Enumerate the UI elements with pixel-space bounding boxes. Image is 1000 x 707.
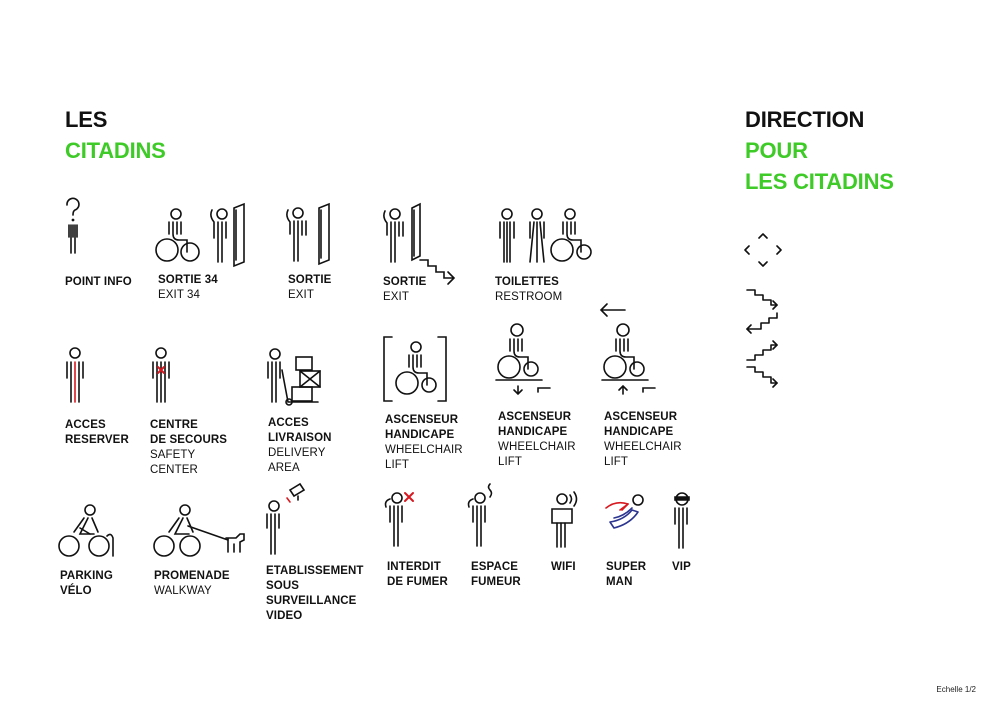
smoking-area-icon xyxy=(467,483,493,547)
label-line: WHEELCHAIR xyxy=(498,441,576,453)
label-line: WHEELCHAIR xyxy=(604,441,682,453)
label-line: ESPACE xyxy=(471,561,519,573)
label-centre-secours: CENTRE DE SECOURS SAFETY CENTER xyxy=(150,418,227,478)
label-line: ASCENSEUR xyxy=(498,411,572,423)
delivery-icon xyxy=(267,348,321,406)
label-ascenseur-2: ASCENSEUR HANDICAPE WHEELCHAIR LIFT xyxy=(498,410,576,470)
label-line: DELIVERY xyxy=(268,447,326,459)
wheelchair-lift-down-icon xyxy=(495,323,551,396)
left-title: LES CITADINS xyxy=(65,104,166,166)
first-aid-icon xyxy=(152,347,170,403)
label-line: HANDICAPE xyxy=(498,426,568,438)
wifi-icon xyxy=(551,491,578,548)
label-promenade: PROMENADE WALKWAY xyxy=(154,569,230,599)
label-line: ASCENSEUR xyxy=(604,411,678,423)
label-sortie-34: SORTIE 34 EXIT 34 xyxy=(158,273,218,303)
label-line: VIP xyxy=(672,561,691,573)
stairs-down-left-icon xyxy=(746,312,778,334)
label-line: LIVRAISON xyxy=(268,432,332,444)
label-line: FUMEUR xyxy=(471,576,521,588)
label-line: LIFT xyxy=(498,456,523,468)
label-line: LIFT xyxy=(604,456,629,468)
label-line: SOUS xyxy=(266,580,299,592)
bike-parking-icon xyxy=(58,504,114,557)
label-line: MAN xyxy=(606,576,633,588)
exit-door-icon xyxy=(286,202,330,266)
label-surveillance: ETABLISSEMENT SOUS SURVEILLANCE VIDEO xyxy=(266,564,364,624)
label-line: WHEELCHAIR xyxy=(385,444,463,456)
label-espace-fumeur: ESPACE FUMEUR xyxy=(471,560,521,590)
label-parking-velo: PARKING VÉLO xyxy=(60,569,113,599)
label-ascenseur-3: ASCENSEUR HANDICAPE WHEELCHAIR LIFT xyxy=(604,410,682,470)
label-line: SUPER xyxy=(606,561,647,573)
right-title-line3: LES CITADINS xyxy=(745,169,894,194)
label-ascenseur-1: ASCENSEUR HANDICAPE WHEELCHAIR LIFT xyxy=(385,413,463,473)
label-line: EXIT xyxy=(383,291,409,303)
label-line: RESERVER xyxy=(65,434,129,446)
label-line: PROMENADE xyxy=(154,570,230,582)
label-line: ASCENSEUR xyxy=(385,414,459,426)
stairs-up-right-icon xyxy=(746,289,778,310)
right-title-line2: POUR xyxy=(745,138,808,163)
label-line: EXIT 34 xyxy=(158,289,201,301)
label-line: RESTROOM xyxy=(495,291,563,303)
label-line: HANDICAPE xyxy=(604,426,674,438)
label-line: PARKING xyxy=(60,570,113,582)
label-line: SURVEILLANCE xyxy=(266,595,357,607)
label-line: SAFETY xyxy=(150,449,196,461)
label-line: POINT INFO xyxy=(65,276,132,288)
label-line: ACCES xyxy=(268,417,309,429)
label-line: TOILETTES xyxy=(495,276,559,288)
label-line: HANDICAPE xyxy=(385,429,455,441)
label-vip: VIP xyxy=(672,560,691,575)
left-title-line2: CITADINS xyxy=(65,138,166,163)
superman-icon xyxy=(605,494,644,529)
label-interdit-fumer: INTERDIT DE FUMER xyxy=(387,560,448,590)
stairs-down-right-icon xyxy=(746,366,778,388)
right-title-line1: DIRECTION xyxy=(745,107,865,132)
label-line: DE SECOURS xyxy=(150,434,228,446)
label-line: SORTIE xyxy=(288,274,332,286)
label-wifi: WIFI xyxy=(551,560,576,575)
label-line: ETABLISSEMENT xyxy=(266,565,364,577)
label-toilettes: TOILETTES RESTROOM xyxy=(495,275,562,305)
label-sortie-stairs: SORTIE EXIT xyxy=(383,275,426,305)
stairs-up-left-icon xyxy=(746,340,778,361)
label-line: WALKWAY xyxy=(154,585,212,597)
label-line: VIDEO xyxy=(266,610,303,622)
exit-stairs-icon xyxy=(383,202,456,285)
left-title-line1: LES xyxy=(65,107,108,132)
label-line: EXIT xyxy=(288,289,314,301)
label-line: AREA xyxy=(268,462,300,474)
label-line: DE FUMER xyxy=(387,576,448,588)
label-superman: SUPER MAN xyxy=(606,560,646,590)
wheelchair-lift-up-icon xyxy=(599,303,656,395)
label-line: LIFT xyxy=(385,459,410,471)
four-way-arrows-icon xyxy=(744,233,782,267)
walkway-icon xyxy=(153,504,245,557)
label-line: WIFI xyxy=(551,561,576,573)
label-line: CENTRE xyxy=(150,419,198,431)
label-line: VÉLO xyxy=(60,585,92,597)
vip-icon xyxy=(674,492,690,549)
label-line: SORTIE xyxy=(383,276,427,288)
info-person-icon xyxy=(66,197,80,254)
label-sortie-door: SORTIE EXIT xyxy=(288,273,331,303)
right-title: DIRECTION POUR LES CITADINS xyxy=(745,104,894,197)
label-line: INTERDIT xyxy=(387,561,441,573)
no-smoking-icon xyxy=(384,492,414,547)
restroom-icon xyxy=(499,208,592,263)
exit-34-icon xyxy=(155,202,245,268)
cctv-icon xyxy=(266,482,306,555)
label-point-info: POINT INFO xyxy=(65,275,132,290)
label-acces-reserver: ACCES RESERVER xyxy=(65,418,129,448)
label-line: SORTIE 34 xyxy=(158,274,218,286)
reserved-access-icon xyxy=(66,347,84,403)
label-line: ACCES xyxy=(65,419,106,431)
scale-note: Echelle 1/2 xyxy=(936,685,976,694)
label-acces-livraison: ACCES LIVRAISON DELIVERY AREA xyxy=(268,416,332,476)
label-line: CENTER xyxy=(150,464,198,476)
wheelchair-lift-icon xyxy=(383,336,447,402)
